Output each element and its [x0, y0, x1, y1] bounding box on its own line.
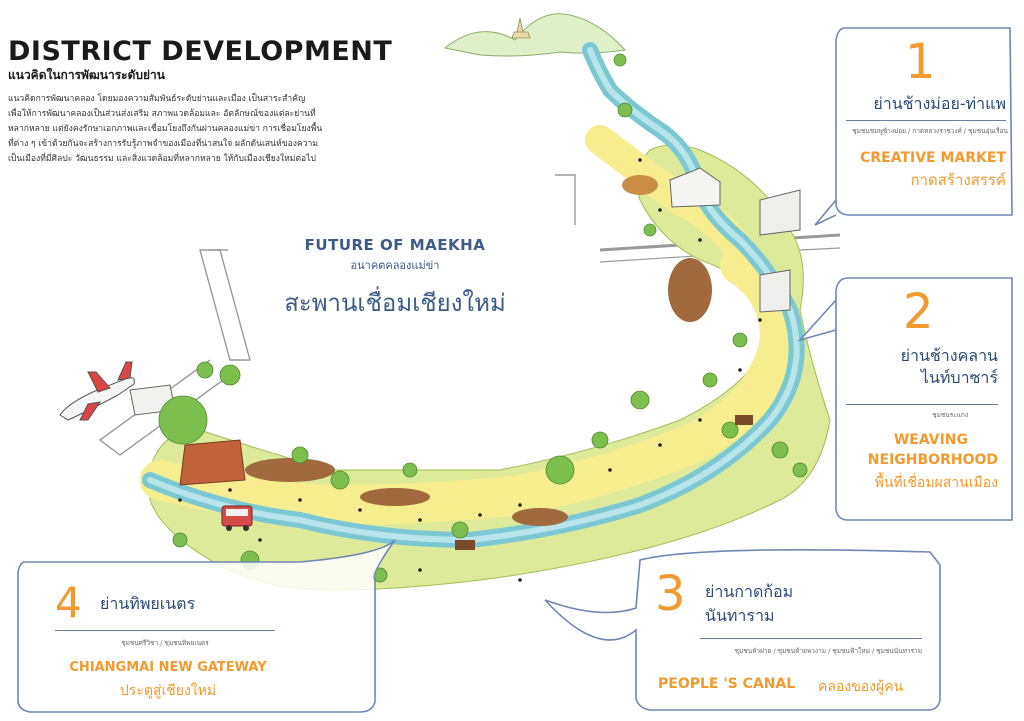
district-4-number: 4: [55, 578, 82, 627]
district-2-number: 2: [903, 284, 934, 340]
page-subtitle: แนวคิดในการพัฒนาระดับย่าน: [8, 68, 165, 82]
intro-line: เพื่อให้การพัฒนาคลองเป็นส่วนส่งเสริม สภา…: [8, 109, 316, 119]
garden-plot: [622, 175, 658, 195]
airplane-icon: [59, 361, 135, 421]
district-2-theme-en-line1: WEAVING: [893, 432, 968, 448]
district-1-number: 1: [905, 34, 936, 90]
district-4-communities: ชุมชนศรีวิชา / ชุมชนทิพยเนตร: [121, 639, 209, 647]
district-1-communities: ชุมชนชมพูช้างม่อย / กาดหลวงราชวงศ์ / ชุม…: [852, 127, 1008, 135]
canal-highlight: [147, 47, 800, 544]
intro-line: ที่ต่าง ๆ เข้าด้วยกันจะสร้างการรับรู้ภาพ…: [8, 139, 319, 149]
district-2-name-line1: ย่านช้างคลาน: [900, 346, 998, 365]
bridge: [735, 415, 753, 425]
district-1-theme-en: CREATIVE MARKET: [860, 150, 1006, 166]
district-3-name-line2: นันทาราม: [705, 606, 775, 625]
callout-2-frame: [797, 277, 1013, 521]
district-2-theme-th: พื้นที่เชื่อมผสานเมือง: [874, 475, 998, 491]
intro-line: หลากหลาย แต่ยังคงรักษาเอกภาพและเชื่อมโยง…: [8, 124, 323, 134]
road: [555, 174, 576, 225]
stupa-icon: [511, 17, 531, 39]
district-3-number: 3: [655, 566, 686, 622]
district-2-communities: ชุมชนระแกง: [932, 411, 968, 419]
district-1-theme-th: กาดสร้างสรรค์: [910, 171, 1006, 189]
page-title: DISTRICT DEVELOPMENT: [8, 36, 393, 67]
district-3-communities: ชุมชนหัวฝาย / ชุมชนท้ายพวงาม / ชุมชนฟ้าใ…: [734, 647, 922, 655]
garden-plot: [668, 258, 712, 322]
district-4-name: ย่านทิพยเนตร: [100, 594, 196, 613]
bridge: [455, 540, 475, 550]
callout-3-frame: [544, 548, 941, 711]
district-4-theme-en: CHIANGMAI NEW GATEWAY: [69, 660, 267, 675]
red-bus-icon: [221, 505, 253, 531]
district-2-theme-en-line2: NEIGHBORHOOD: [867, 452, 998, 468]
district-3-theme-th: คลองของผู้คน: [818, 679, 904, 695]
walkway: [140, 245, 801, 526]
district-1-name: ย่านช้างม่อย-ท่าแพ: [873, 94, 1006, 113]
garden-plot: [245, 458, 335, 482]
district-3-name-line1: ย่านกาดก้อม: [705, 582, 794, 601]
garden-plot: [512, 508, 568, 526]
center-title-en: FUTURE OF MAEKHA: [304, 236, 486, 254]
district-4-theme-th: ประตูสู่เชียงใหม่: [119, 683, 217, 699]
garden-plot: [360, 488, 430, 506]
callout-1-frame: [814, 27, 1013, 226]
callout-4-frame: [17, 539, 396, 713]
building: [759, 189, 801, 236]
intro-paragraph: แนวคิดการพัฒนาคลอง โดยมองความสัมพันธ์ระด…: [8, 92, 368, 167]
district-3-theme-en: PEOPLE 'S CANAL: [658, 676, 796, 692]
district-2-name-line2: ไนท์บาซาร์: [920, 368, 998, 387]
brick-ruin: [179, 439, 246, 486]
building: [669, 167, 721, 208]
trees: [158, 53, 808, 583]
intro-line: เป็นเมืองที่มีศิลปะ วัฒนธรรม และสิ่งแวดล…: [8, 154, 316, 164]
intro-line: แนวคิดการพัฒนาคลอง โดยมองความสัมพันธ์ระด…: [8, 94, 306, 104]
mountain: [443, 13, 626, 57]
center-title-th-large: สะพานเชื่อมเชียงใหม่: [284, 289, 506, 317]
center-title-th-small: อนาคตคลองแม่ข่า: [350, 259, 440, 272]
people: [178, 158, 762, 582]
building: [759, 269, 791, 313]
